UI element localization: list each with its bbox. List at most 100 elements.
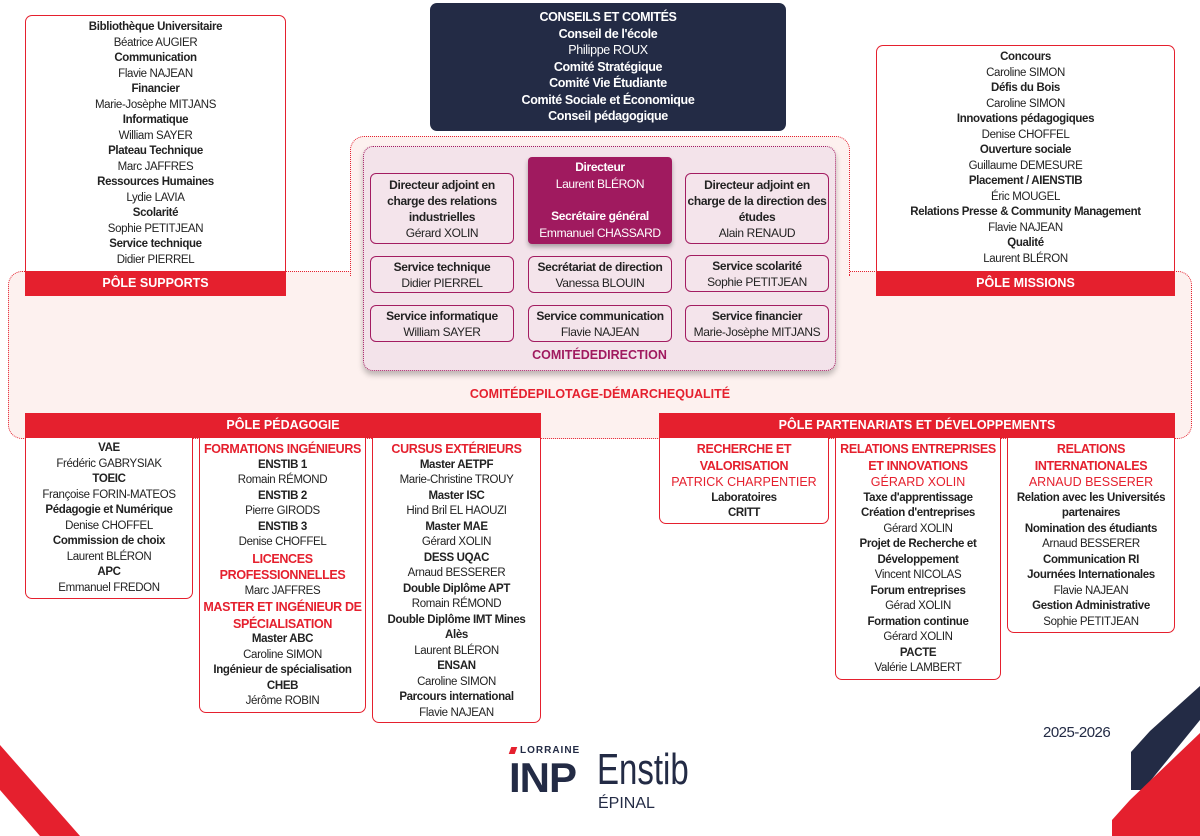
- section-heading: RELATIONS ENTREPRISES ET INNOVATIONS: [840, 442, 996, 473]
- person-name: Marc JAFFRES: [244, 584, 321, 597]
- person-name: Flavie NAJEAN: [419, 706, 494, 719]
- role-label: Service technique: [109, 238, 202, 250]
- secretaire-general-name: Emmanuel CHASSARD: [539, 225, 661, 240]
- person-name: Guillaume DEMESURE: [968, 159, 1083, 172]
- role-label: ENSTIB 2: [258, 489, 307, 502]
- person-name: Laurent BLÉRON: [66, 550, 152, 563]
- person-name: Marie-Josèphe MITJANS: [94, 98, 217, 111]
- logo-enstib: Enstib: [597, 745, 689, 794]
- person-name: Gérard XOLIN: [421, 536, 492, 548]
- role-label: TOEIC: [92, 473, 126, 485]
- person-name: Denise CHOFFEL: [65, 519, 153, 532]
- person-name: Denise CHOFFEL: [238, 536, 327, 548]
- comite-social-economique: Comité Sociale et Économique: [521, 92, 695, 107]
- codir-person: Sophie PETITJEAN: [707, 274, 807, 289]
- role-label: APC: [97, 566, 121, 578]
- codir-person: Didier PIERREL: [401, 275, 483, 290]
- role-label: Double Diplôme IMT Mines Alès: [387, 613, 526, 642]
- conseils-title: CONSEILS ET COMITÉS: [539, 10, 677, 24]
- pole-pedagogie-label: PÔLE PÉDAGOGIE: [25, 413, 541, 438]
- person-name: Emmanuel FREDON: [58, 581, 160, 594]
- codir-role: Service informatique: [386, 308, 498, 323]
- person-name: Marie-Christine TROUY: [399, 474, 514, 486]
- role-label: Concours: [1000, 51, 1051, 63]
- person-name: Sophie PETITJEAN: [107, 222, 204, 235]
- codir-role: Service financier: [711, 308, 803, 323]
- person-name: Hind Bril EL HAOUZI: [406, 505, 507, 517]
- codir-person: Gérard XOLIN: [405, 225, 479, 240]
- comite-vie-etudiante: Comité Vie Étudiante: [549, 76, 667, 90]
- person-name: ARNAUD BESSERER: [1028, 475, 1154, 489]
- role-label: Gestion Administrative: [1032, 600, 1150, 612]
- person-name: Flavie NAJEAN: [988, 221, 1063, 234]
- role-label: Ouverture sociale: [979, 144, 1072, 156]
- role-label: Journées Internationales: [1027, 569, 1155, 581]
- role-label: CHEB: [266, 679, 299, 692]
- person-name: Flavie NAJEAN: [1053, 584, 1129, 597]
- role-label: Placement / AIENSTIB: [968, 175, 1083, 187]
- role-label: Master ABC: [251, 633, 314, 645]
- role-label: Innovations pédagogiques: [956, 113, 1095, 125]
- logo-inp: INP: [509, 754, 577, 801]
- person-name: Vincent NICOLAS: [874, 569, 962, 581]
- role-label: Relation avec les Universités partenaire…: [1016, 491, 1166, 520]
- codir-person: Alain RENAUD: [718, 225, 796, 240]
- directeur-title: Directeur: [575, 160, 625, 174]
- person-name: Marc JAFFRES: [117, 160, 194, 173]
- person-name: Romain RÉMOND: [411, 598, 502, 610]
- comite-strategique: Comité Stratégique: [553, 59, 663, 74]
- right-red-stripe: [1112, 733, 1200, 836]
- person-name: Frédéric GABRYSIAK: [56, 457, 162, 470]
- role-label: DESS UQAC: [423, 551, 490, 564]
- person-name: Caroline SIMON: [417, 675, 496, 688]
- logo-epinal: ÉPINAL: [598, 795, 655, 812]
- role-label: Ressources Humaines: [97, 176, 214, 188]
- person-name: Gérad XOLIN: [885, 600, 951, 612]
- role-label: Défis du Bois: [991, 82, 1060, 94]
- person-name: Gérard XOLIN: [883, 522, 953, 535]
- person-name: Flavie NAJEAN: [118, 67, 193, 80]
- person-name: Sophie PETITJEAN: [1043, 615, 1139, 628]
- person-name: Caroline SIMON: [243, 648, 322, 661]
- role-label: Master MAE: [425, 520, 488, 533]
- codir-role: Secrétariat de direction: [537, 259, 663, 274]
- comite-direction-label: COMITÉDEDIRECTION: [532, 348, 667, 362]
- role-label: Formation continue: [867, 615, 969, 628]
- person-name: PATRICK CHARPENTIER: [671, 475, 817, 489]
- role-label: ENSTIB 1: [258, 458, 307, 471]
- directeur-box: Directeur Laurent BLÉRON Secrétaire géné…: [528, 157, 672, 244]
- role-label: Relations Presse & Community Management: [910, 206, 1141, 218]
- codir-person: Vanessa BLOUIN: [555, 275, 645, 290]
- role-label: Création d'entreprises: [861, 507, 975, 519]
- person-name: Caroline SIMON: [986, 97, 1065, 110]
- person-name: Arnaud BESSERER: [407, 567, 506, 579]
- codir-person: Flavie NAJEAN: [560, 324, 640, 339]
- codir-role: Service technique: [393, 259, 491, 274]
- role-label: Nomination des étudiants: [1024, 522, 1158, 535]
- person-name: William SAYER: [118, 129, 193, 142]
- person-name: Caroline SIMON: [986, 66, 1065, 79]
- person-name: Didier PIERREL: [116, 253, 195, 266]
- person-name: Gérard XOLIN: [883, 631, 953, 643]
- role-label: CRITT: [727, 507, 761, 519]
- role-label: Communication: [114, 52, 197, 64]
- role-label: Parcours international: [399, 691, 514, 703]
- conseil-ecole: Conseil de l'école: [558, 26, 658, 41]
- academic-year: 2025-2026: [1043, 724, 1111, 741]
- secretaire-general-title: Secrétaire général: [551, 209, 649, 223]
- person-name: Lydie LAVIA: [126, 191, 185, 204]
- role-label: Projet de Recherche et Développement: [859, 538, 977, 566]
- role-label: Financier: [131, 83, 180, 95]
- right-navy-stripe: [1131, 686, 1200, 790]
